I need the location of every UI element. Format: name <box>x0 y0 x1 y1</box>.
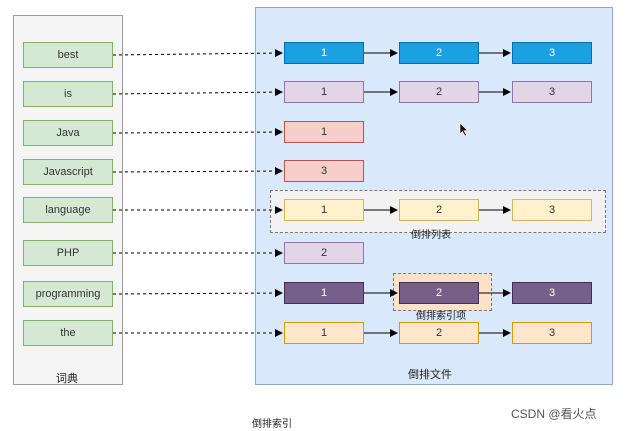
term-pointer-arrow <box>112 128 283 137</box>
term-pointer-arrow <box>112 289 283 298</box>
posting-cell: 3 <box>284 160 364 182</box>
dictionary-term: the <box>23 320 113 346</box>
posting-cell: 1 <box>284 199 364 221</box>
posting-cell: 2 <box>399 282 479 304</box>
dictionary-term: is <box>23 81 113 107</box>
posting-item-label: 倒排索引项 <box>416 311 466 322</box>
term-pointer-arrow <box>112 88 283 97</box>
posting-cell: 2 <box>399 42 479 64</box>
dictionary-term: programming <box>23 281 113 307</box>
posting-cell: 2 <box>399 199 479 221</box>
posting-cell: 1 <box>284 81 364 103</box>
posting-cell: 1 <box>284 282 364 304</box>
dictionary-term: PHP <box>23 240 113 266</box>
dictionary-term: best <box>23 42 113 68</box>
term-pointer-arrow <box>112 49 283 58</box>
posting-cell: 1 <box>284 121 364 143</box>
dictionary-term: Javascript <box>23 159 113 185</box>
dictionary-term: language <box>23 197 113 223</box>
posting-cell: 2 <box>399 322 479 344</box>
posting-cell: 3 <box>512 42 592 64</box>
posting-list-label: 倒排列表 <box>411 230 451 241</box>
term-pointer-arrow <box>112 167 283 176</box>
diagram-caption: 倒排索引 <box>252 419 292 430</box>
posting-cell: 3 <box>512 282 592 304</box>
posting-cell: 3 <box>512 199 592 221</box>
posting-cell: 1 <box>284 42 364 64</box>
posting-cell: 3 <box>512 81 592 103</box>
inverted-file-label: 倒排文件 <box>408 369 452 381</box>
posting-cell: 2 <box>284 242 364 264</box>
posting-cell: 1 <box>284 322 364 344</box>
dictionary-term: Java <box>23 120 113 146</box>
dictionary-label: 词典 <box>56 373 78 385</box>
posting-cell: 3 <box>512 322 592 344</box>
posting-cell: 2 <box>399 81 479 103</box>
watermark: CSDN @看火点 <box>511 407 597 421</box>
